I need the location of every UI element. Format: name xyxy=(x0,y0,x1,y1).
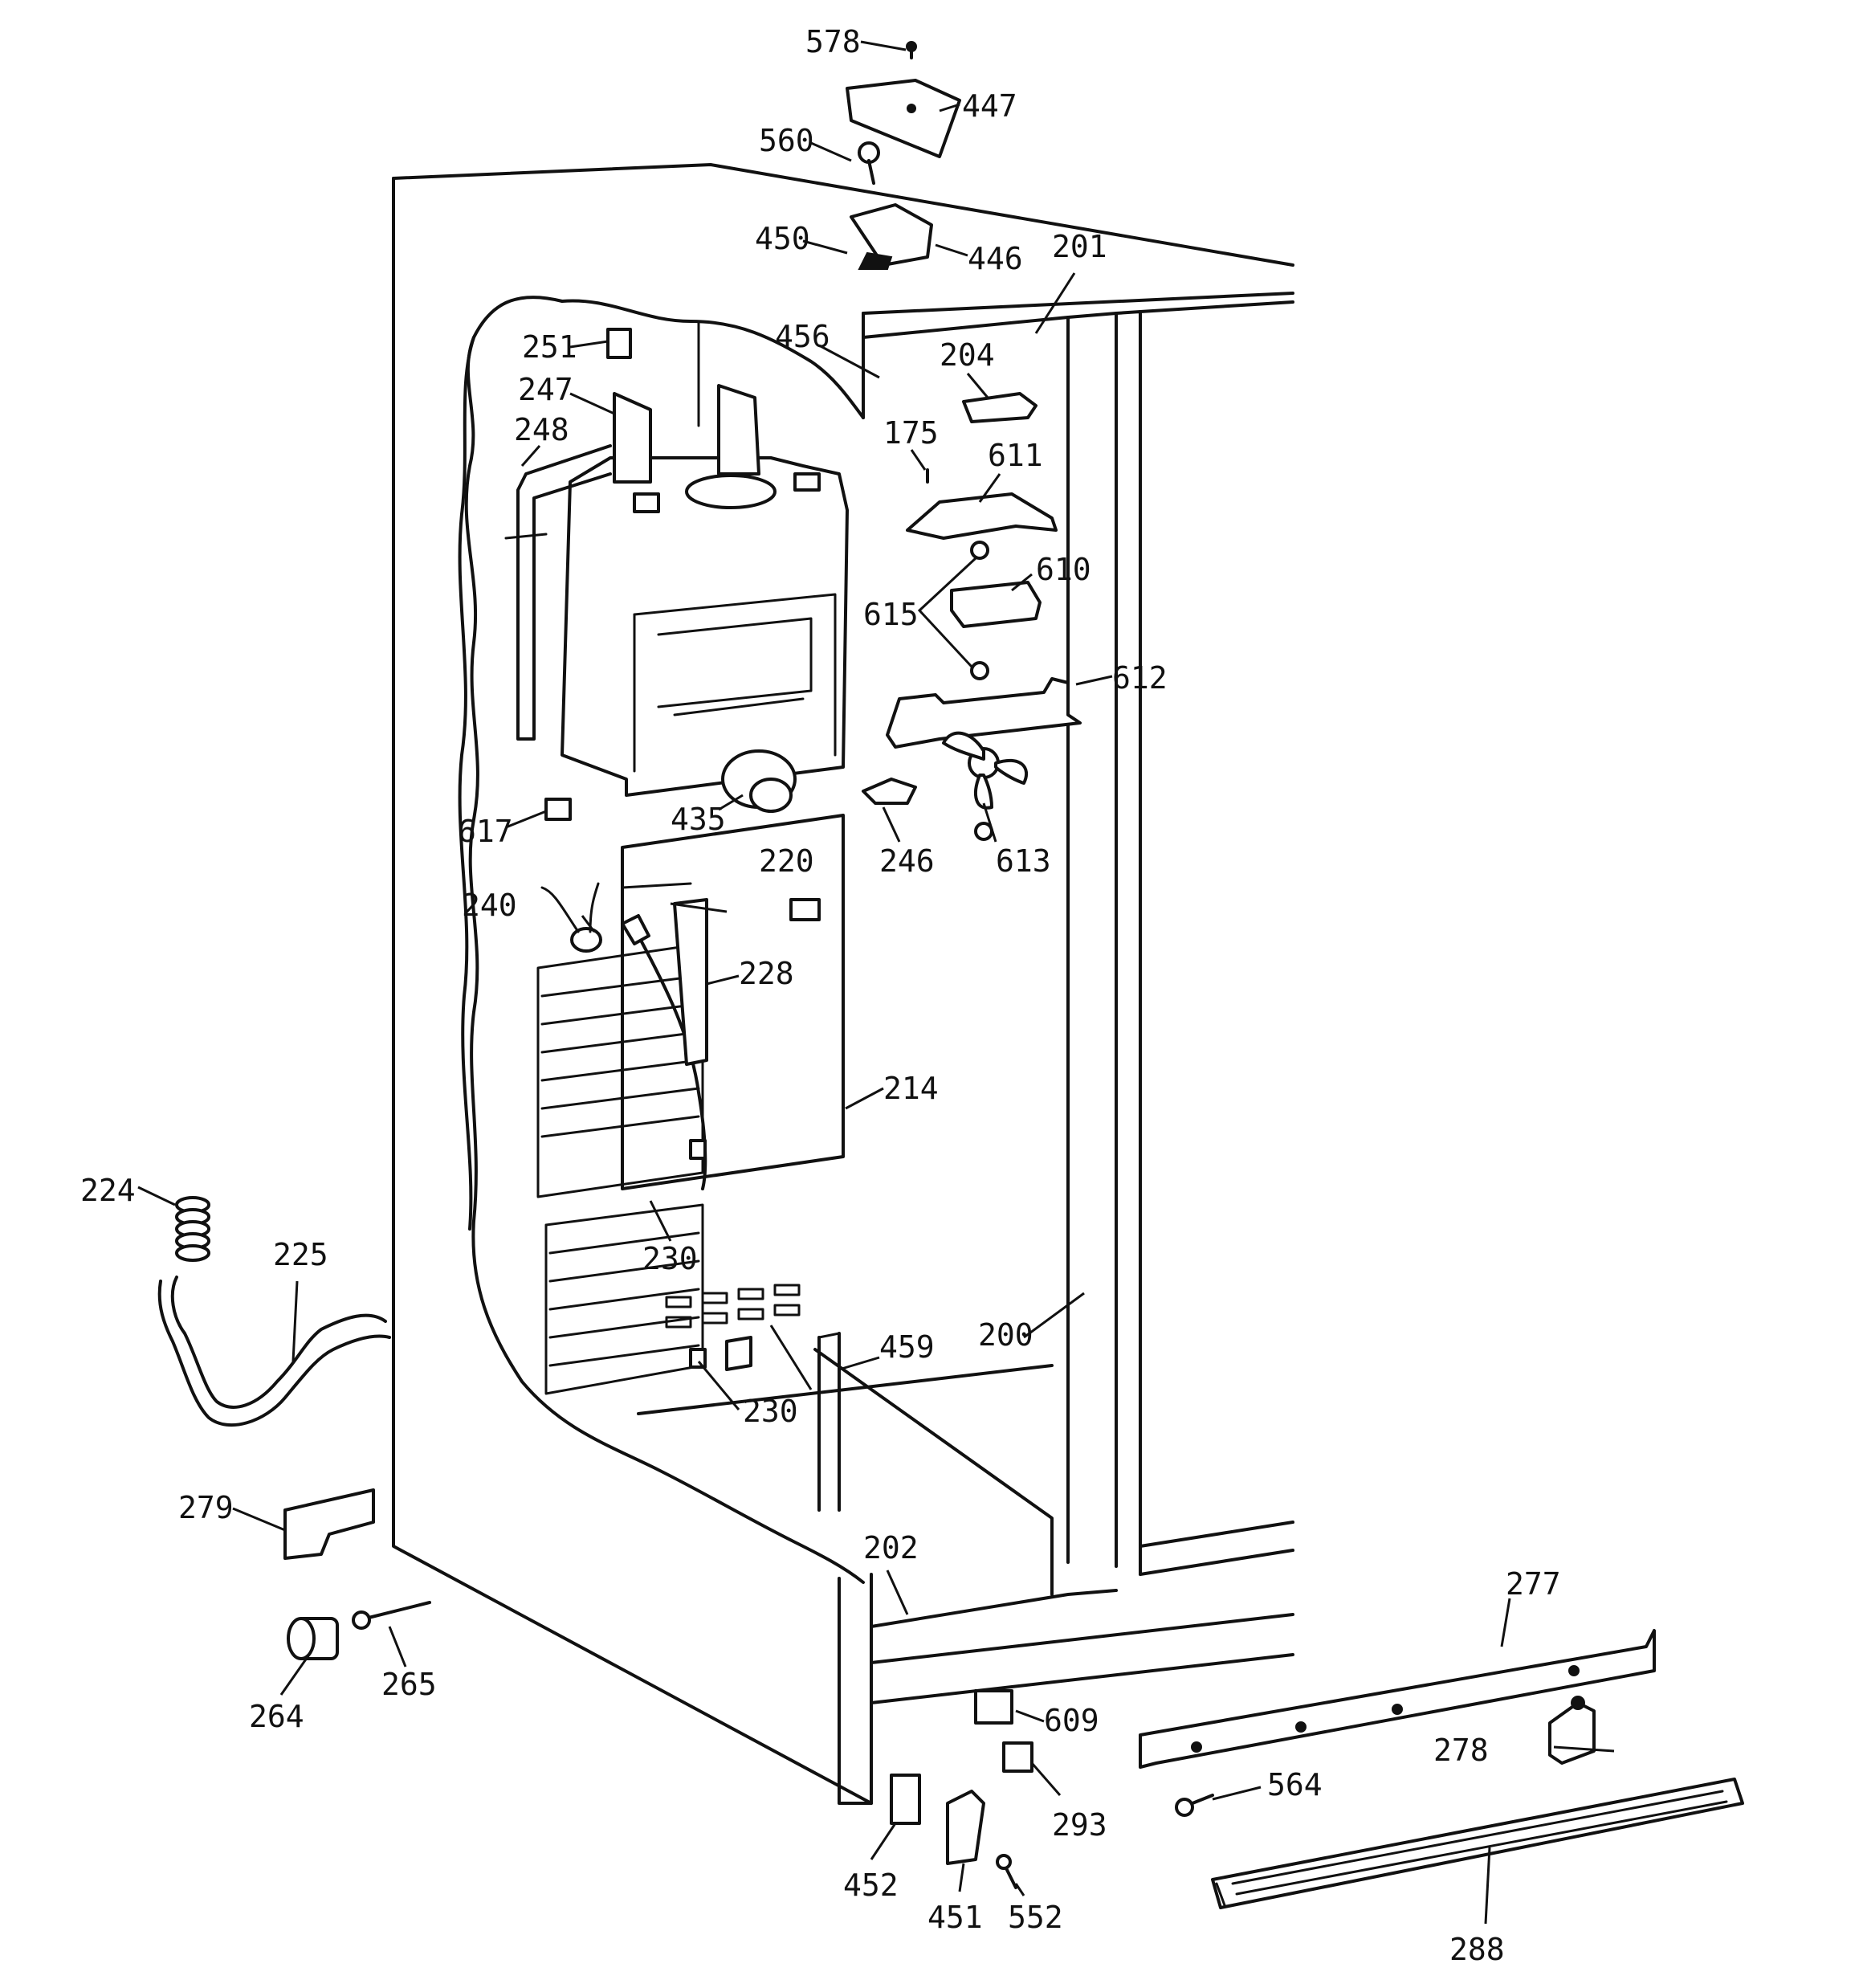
label-279: 279 xyxy=(178,1490,234,1525)
cabinet-body xyxy=(392,163,1294,1805)
label-240: 240 xyxy=(462,888,517,923)
label-201: 201 xyxy=(1052,229,1107,264)
label-248: 248 xyxy=(514,412,569,447)
label-615: 615 xyxy=(863,597,919,632)
trim-channel xyxy=(817,1332,841,1512)
label-610: 610 xyxy=(1036,552,1091,587)
label-214: 214 xyxy=(883,1071,939,1106)
label-560: 560 xyxy=(759,123,814,158)
label-264: 264 xyxy=(249,1699,304,1734)
label-611: 611 xyxy=(988,438,1043,473)
label-251: 251 xyxy=(522,329,577,365)
label-202: 202 xyxy=(863,1530,919,1565)
label-609: 609 xyxy=(1044,1703,1099,1738)
part-labels: 578 447 560 450 446 201 251 456 204 247 … xyxy=(80,24,1561,1967)
label-265: 265 xyxy=(381,1667,437,1702)
label-220: 220 xyxy=(759,843,814,879)
label-451: 451 xyxy=(927,1900,983,1935)
label-446: 446 xyxy=(968,241,1023,276)
label-552: 552 xyxy=(1008,1900,1063,1935)
label-225: 225 xyxy=(273,1237,328,1272)
label-200: 200 xyxy=(978,1317,1033,1353)
label-293: 293 xyxy=(1052,1807,1107,1843)
label-247: 247 xyxy=(518,372,573,407)
label-224: 224 xyxy=(80,1173,136,1208)
label-246: 246 xyxy=(879,843,935,879)
label-175: 175 xyxy=(883,415,939,451)
label-447: 447 xyxy=(962,88,1017,124)
small-components xyxy=(544,41,1082,841)
label-617: 617 xyxy=(458,814,513,849)
label-230b: 230 xyxy=(743,1394,798,1429)
external-parts xyxy=(157,1196,1744,1909)
label-459: 459 xyxy=(879,1329,935,1365)
label-228: 228 xyxy=(739,956,794,991)
label-277: 277 xyxy=(1506,1566,1561,1602)
label-612: 612 xyxy=(1112,660,1168,696)
label-230a: 230 xyxy=(642,1241,698,1276)
label-564: 564 xyxy=(1267,1767,1323,1802)
label-578: 578 xyxy=(805,24,861,59)
label-288: 288 xyxy=(1449,1932,1505,1967)
label-204: 204 xyxy=(940,337,995,373)
label-452: 452 xyxy=(843,1868,899,1903)
label-613: 613 xyxy=(996,843,1051,879)
leader-lines xyxy=(137,40,1615,1925)
fan-housing xyxy=(504,384,849,797)
label-278: 278 xyxy=(1433,1733,1489,1768)
evaporator-panel xyxy=(536,814,845,1395)
label-435: 435 xyxy=(671,802,726,837)
label-456: 456 xyxy=(775,319,830,354)
label-450: 450 xyxy=(755,221,810,256)
